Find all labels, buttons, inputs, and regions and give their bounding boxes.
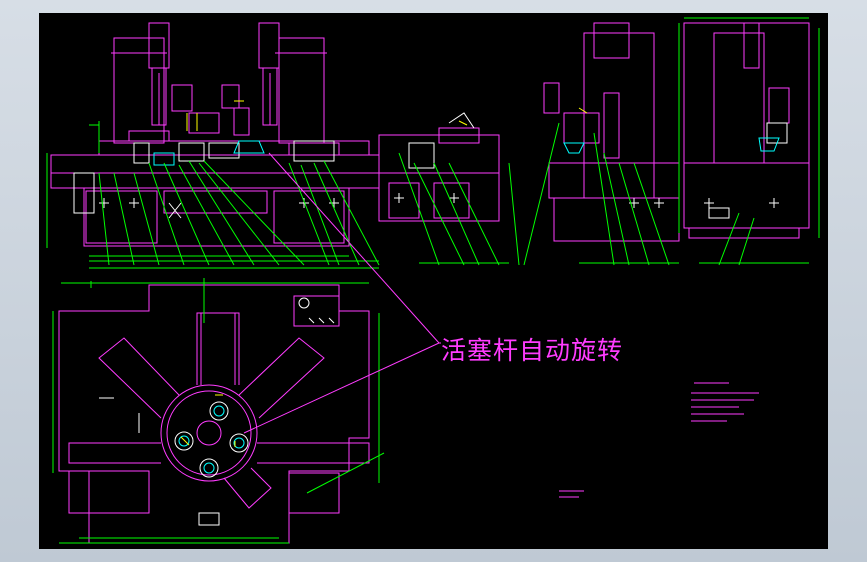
technical-notes	[559, 382, 759, 498]
front-elevation-view	[46, 22, 380, 269]
cad-drawing-canvas[interactable]: 活塞杆自动旋转	[39, 13, 828, 549]
plan-view	[52, 278, 385, 544]
piston-rod-rotation-callout: 活塞杆自动旋转	[441, 336, 624, 365]
assembly-drawing	[46, 17, 820, 544]
callout-leader-lines	[243, 152, 441, 434]
side-elevation-views	[378, 17, 820, 266]
